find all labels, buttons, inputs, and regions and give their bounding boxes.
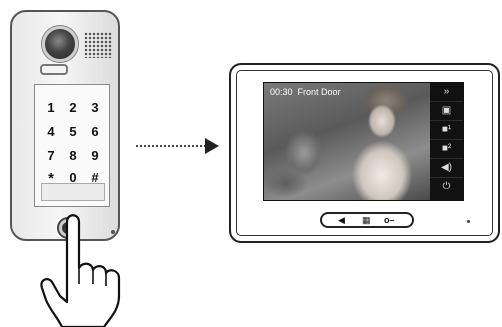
connection-dotted-line — [136, 145, 206, 147]
unlock-1-icon[interactable]: ■¹ — [430, 121, 463, 140]
video-overlay-label: 00:30 Front Door — [270, 87, 341, 97]
osd-time: 00:30 — [270, 87, 293, 97]
microphone-icon — [467, 220, 470, 223]
volume-icon[interactable]: ◀) — [430, 159, 463, 178]
keypad: 1 2 3 4 5 6 7 8 9 * 0 # — [34, 84, 110, 207]
fast-forward-icon[interactable]: » — [430, 83, 463, 102]
camera-icon[interactable]: ▣ — [430, 102, 463, 121]
indoor-monitor: 00:30 Front Door » ▣ ■¹ ■² ◀) ⏻ ◀ ▦ o– — [229, 63, 500, 243]
key-3[interactable]: 3 — [85, 100, 105, 115]
power-icon[interactable]: ⏻ — [430, 178, 463, 196]
arrow-right-icon — [205, 138, 219, 154]
key-5[interactable]: 5 — [63, 124, 83, 139]
talk-icon[interactable]: ◀ — [338, 215, 345, 226]
live-video-feed — [264, 83, 430, 200]
key-1[interactable]: 1 — [41, 100, 61, 115]
monitor-screen: 00:30 Front Door » ▣ ■¹ ■² ◀) ⏻ — [263, 82, 464, 201]
unlock-2-icon[interactable]: ■² — [430, 140, 463, 159]
speaker-grille — [84, 32, 112, 58]
key-icon[interactable]: o– — [384, 215, 395, 226]
control-bar: ◀ ▦ o– — [320, 212, 414, 228]
osd-camera-name: Front Door — [298, 87, 341, 97]
ir-led-indicator — [40, 64, 68, 75]
camera-lens-icon — [42, 26, 78, 62]
memo-icon[interactable]: ▦ — [362, 215, 371, 226]
name-label-plate — [41, 183, 105, 201]
key-2[interactable]: 2 — [63, 100, 83, 115]
key-6[interactable]: 6 — [85, 124, 105, 139]
key-7[interactable]: 7 — [41, 148, 61, 163]
door-station: 1 2 3 4 5 6 7 8 9 * 0 # ▲ — [10, 10, 120, 241]
key-4[interactable]: 4 — [41, 124, 61, 139]
key-8[interactable]: 8 — [63, 148, 83, 163]
pointing-hand-icon — [38, 210, 128, 327]
side-menu: » ▣ ■¹ ■² ◀) ⏻ — [430, 83, 463, 200]
key-9[interactable]: 9 — [85, 148, 105, 163]
